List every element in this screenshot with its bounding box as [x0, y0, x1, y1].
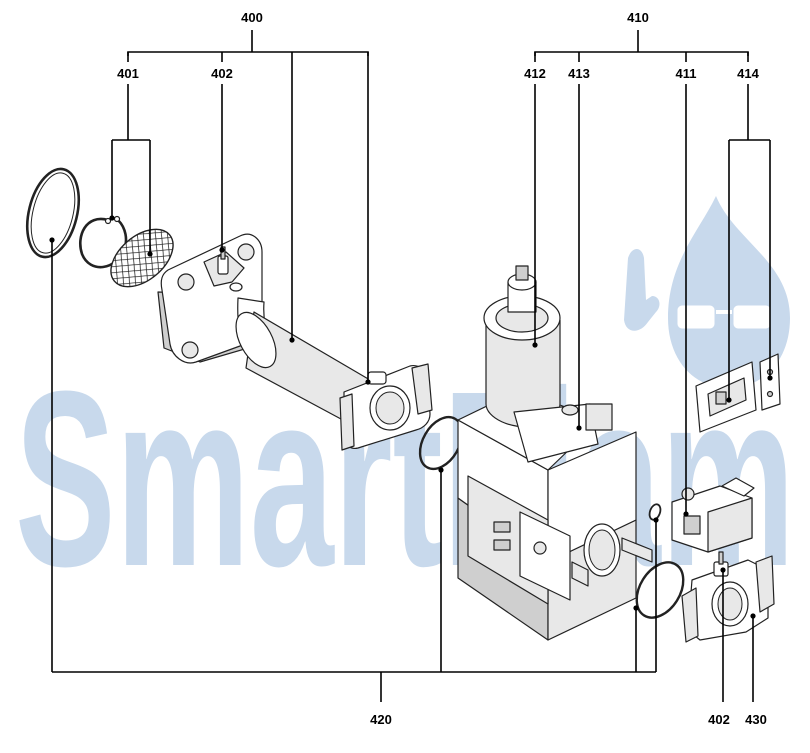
- o-ring-large-left: [25, 167, 81, 259]
- label-402-bottom: 402: [708, 712, 730, 727]
- leader-dots: [49, 215, 773, 619]
- part-labels: 400 401 402 410 412 413 411 414 420 402 …: [117, 10, 767, 727]
- label-401: 401: [117, 66, 139, 81]
- bracket-plate: [759, 353, 781, 411]
- adapter-plate-upper: [339, 363, 433, 451]
- o-ring-small: [648, 503, 662, 521]
- o-ring-right: [635, 561, 685, 619]
- label-430: 430: [745, 712, 767, 727]
- gasket-plate: [695, 361, 757, 433]
- o-ring-middle: [418, 415, 464, 471]
- flange-assembly: [157, 233, 371, 427]
- pressure-switch: [671, 477, 755, 553]
- label-413: 413: [568, 66, 590, 81]
- label-411: 411: [676, 66, 697, 81]
- circlip: [79, 215, 128, 269]
- label-414: 414: [737, 66, 759, 81]
- leader-lines: [51, 30, 771, 702]
- label-410: 410: [627, 10, 649, 25]
- strainer-mesh: [110, 228, 174, 288]
- label-402-top: 402: [211, 66, 233, 81]
- gas-valve-block: [457, 265, 653, 641]
- adapter-plate-lower: [681, 551, 775, 643]
- label-412: 412: [524, 66, 546, 81]
- label-420: 420: [370, 712, 392, 727]
- label-400: 400: [241, 10, 263, 25]
